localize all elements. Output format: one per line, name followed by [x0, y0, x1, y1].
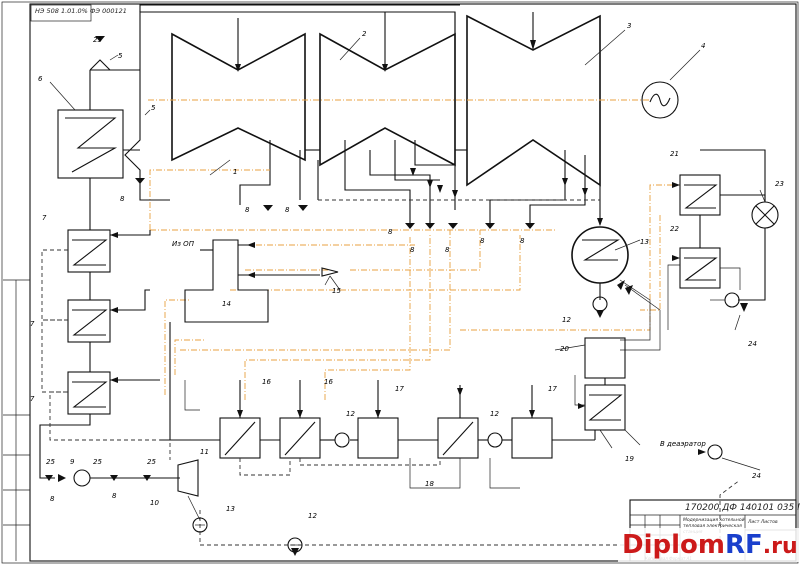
label-valve-10: 10 [150, 499, 159, 507]
label-pump-12c: 12 [490, 410, 499, 418]
drain-cooler-13 [192, 517, 208, 533]
feed-pump [58, 469, 180, 487]
label-valve-8a: 8 [120, 195, 125, 203]
label-turbine-lp: 3 [627, 22, 632, 30]
watermark-logo: DiplomRF.ru [618, 528, 800, 562]
label-valve-8j: 8 [112, 492, 117, 500]
hp-heater-1 [67, 229, 111, 273]
label-heater-16b: 16 [324, 378, 333, 386]
stamp-title-line1: Модернизация котельной [683, 518, 745, 523]
booster-pump [177, 459, 201, 521]
label-drain-cooler: 13 [226, 505, 235, 513]
label-valve-8g: 8 [480, 237, 485, 245]
label-heater-17b: 17 [548, 385, 557, 393]
valves [45, 36, 535, 481]
watermark-part-diplom: Diplom [622, 530, 725, 560]
label-pump-12a: 12 [562, 316, 571, 324]
drawing-code-rotated: НЭ 508 1.01.0% ФЭ 000121 [35, 7, 127, 15]
label-condenser: 13 [640, 238, 649, 246]
flow-arrows [110, 40, 680, 418]
label-heater-7b: 7 [30, 320, 35, 328]
label-feed-pump: 9 [70, 458, 75, 466]
hp-heater-piping [39, 230, 171, 479]
label-valve-25c: 25 [93, 458, 102, 466]
label-pump-24a: 24 [748, 340, 757, 348]
label-heater-19: 19 [625, 455, 634, 463]
generator [641, 81, 679, 119]
label-from-op: Из ОП [172, 240, 194, 248]
label-pump-12b: 12 [346, 410, 355, 418]
network-pump [710, 292, 748, 312]
label-valve-8i: 8 [50, 495, 55, 503]
hp-heater-3 [67, 371, 111, 415]
condensate-pump-top [592, 279, 661, 351]
label-turbine-mp: 2 [362, 30, 367, 38]
label-consumer-23: 23 [775, 180, 784, 188]
label-valve-8b: 8 [245, 206, 250, 214]
stamp-code: 170200 ДФ 140101 035 Г4 [685, 503, 800, 513]
ejector [321, 267, 341, 291]
label-valve-25d: 25 [147, 458, 156, 466]
label-cooler-20: 20 [560, 345, 569, 353]
label-heater-7a: 7 [42, 214, 47, 222]
label-ejector: 15 [332, 287, 341, 295]
stamp-title-line2: тепловая электрическая [683, 524, 742, 529]
drain-pump-12-bottom [287, 537, 303, 556]
label-valve-25a: 25 [93, 36, 102, 44]
watermark-part-rf: RF [724, 530, 763, 560]
stamp-sheet-info: Лист Листов [748, 520, 778, 525]
extraction-dash-lines [149, 169, 680, 400]
label-superheater: 5 [118, 52, 123, 60]
hp-heater-2 [67, 299, 111, 343]
label-boiler: 6 [38, 75, 43, 83]
watermark-part-ru: .ru [762, 534, 798, 559]
label-heater-22: 22 [670, 225, 679, 233]
label-heater-16a: 16 [262, 378, 271, 386]
label-heater-7c: 7 [30, 395, 35, 403]
pump-24-to-deaerator [698, 444, 723, 460]
leader-lines [49, 29, 766, 471]
label-valve-8h: 8 [520, 237, 525, 245]
label-deaerator: 14 [222, 300, 231, 308]
label-valve-25b: 25 [46, 458, 55, 466]
pump-12-row [334, 432, 503, 448]
label-valve-8f: 8 [445, 246, 450, 254]
label-to-deaerator: В деаэратор [660, 440, 706, 448]
label-heater-18: 18 [425, 480, 434, 488]
lp-heater-18 [437, 417, 479, 459]
label-pump-12d: 12 [308, 512, 317, 520]
label-valve-8c: 8 [285, 206, 290, 214]
label-generator: 4 [701, 42, 706, 50]
label-reheater: 5 [151, 104, 156, 112]
label-heater-17a: 17 [395, 385, 404, 393]
evaporator-heater [574, 375, 641, 446]
steam-piping [139, 4, 601, 228]
label-turbine-hp: 1 [233, 168, 238, 176]
boiler [57, 52, 170, 230]
label-booster-pump: 11 [200, 448, 209, 456]
heat-consumer [667, 149, 779, 330]
label-pump-24b: 24 [752, 472, 761, 480]
label-heater-21: 21 [670, 150, 679, 158]
label-valve-8d: 8 [388, 228, 393, 236]
label-valve-8e: 8 [410, 246, 415, 254]
